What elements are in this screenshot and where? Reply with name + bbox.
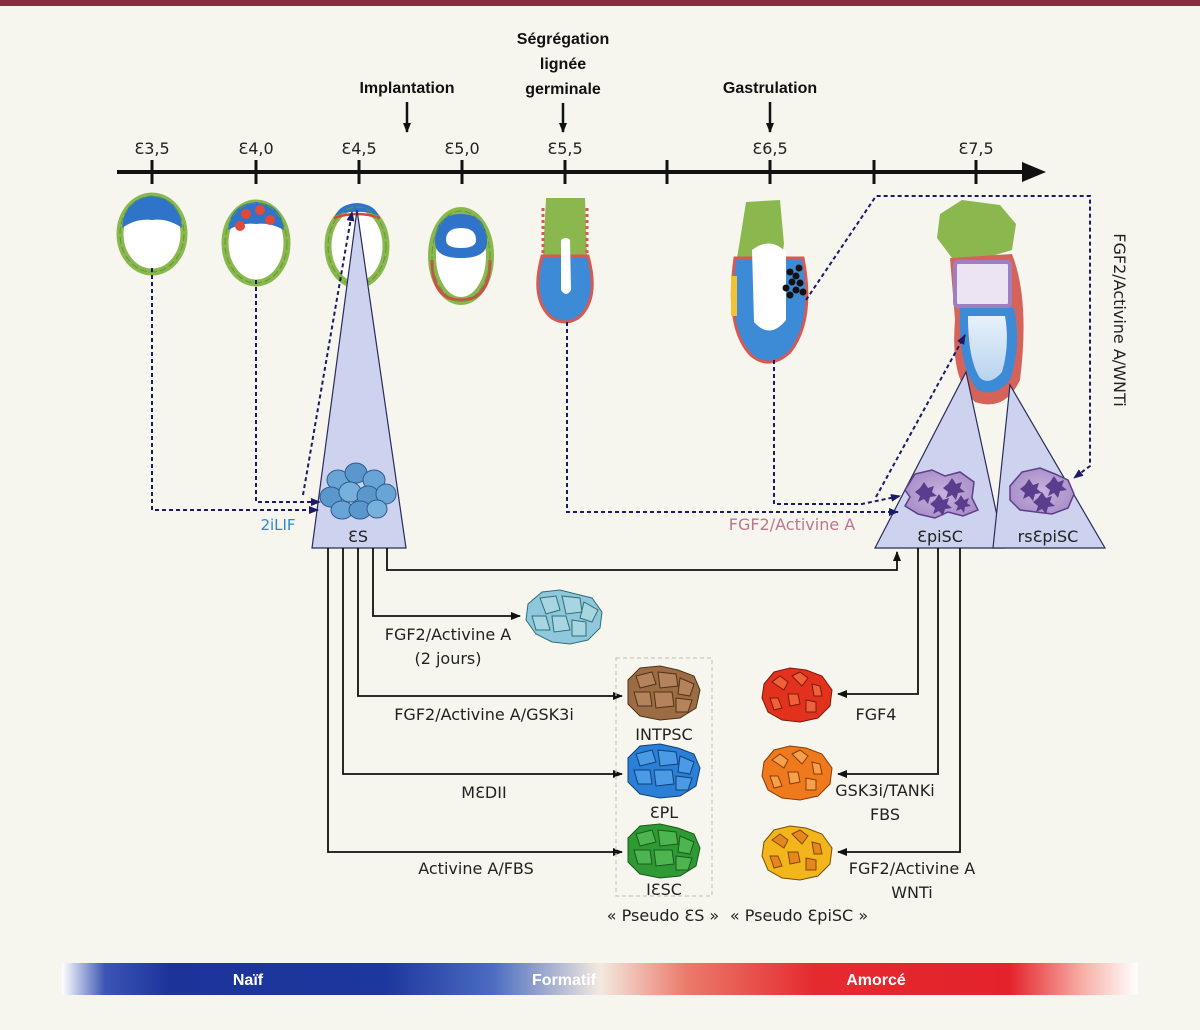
derivation-paths (151, 195, 1091, 516)
band-formatif-label: Formatif (532, 972, 597, 989)
episc-cell-cluster (903, 469, 980, 519)
episc-to-red-arrow (837, 548, 919, 698)
fgf4-cell-cluster (761, 667, 833, 723)
iesc-cell-cluster (627, 823, 701, 879)
intpsc-cell-cluster (627, 665, 701, 721)
es-to-iesc-arrow (327, 548, 623, 856)
embryo-e5-5 (536, 198, 594, 324)
timeline: Ɛ3,5 Ɛ4,0 Ɛ4,5 Ɛ5,0 Ɛ5,5 Ɛ6,5 Ɛ7,5 Impla… (117, 31, 1046, 184)
es-cone (311, 209, 407, 549)
fgf2-activine-wnti-label: FGF2/Activine A/WNTi (1110, 233, 1129, 406)
es-to-intpsc-arrow (357, 548, 623, 700)
timeline-arrowhead (1022, 162, 1046, 182)
path-e5-5-to-episc (566, 322, 899, 516)
path-e3-5-to-es (151, 268, 319, 514)
episc-label: ƐpiSC (917, 527, 963, 546)
pseudo-es-group-box (615, 657, 713, 897)
es-cell-cluster (319, 462, 397, 520)
epl-label: ƐPL (650, 803, 678, 822)
es-to-cluster-label-line2: (2 jours) (414, 649, 481, 668)
top-accent-bar (0, 0, 1200, 6)
path-e7-5-to-episc (875, 334, 966, 498)
event-segregation-line3: germinale (525, 81, 601, 98)
event-segregation-line2: lignée (540, 56, 586, 73)
es-to-episc-arrow (386, 548, 901, 571)
epi-fgf4-label: FGF4 (856, 705, 897, 724)
es-label: ƐS (348, 527, 368, 546)
band-naif-label: Naïf (233, 972, 264, 989)
es-to-cluster-label-line1: FGF2/Activine A (385, 625, 512, 644)
path-e6-5-to-rsepisc (805, 195, 1091, 479)
fgf2-wnti-cell-cluster (761, 825, 833, 881)
conversion-arrows (327, 548, 961, 856)
tick-label-e4-0: Ɛ4,0 (238, 139, 273, 158)
path-e6-5-to-episc (773, 360, 901, 505)
event-gastrulation-label: Gastrulation (723, 80, 817, 97)
embryo-e5-0 (428, 207, 494, 305)
epi-gsk-label-line2: FBS (870, 805, 900, 824)
event-implantation-label: Implantation (359, 80, 454, 97)
epi-fgf2-wnti-label-line2: WNTi (891, 883, 933, 902)
episc-to-yellow-arrow (837, 548, 961, 856)
embryo-e6-5 (730, 200, 809, 364)
es-to-cluster-arrow (372, 548, 521, 620)
fgf2-activine-label: FGF2/Activine A (729, 515, 856, 534)
tick-label-e3-5: Ɛ3,5 (134, 139, 169, 158)
pseudo-episc-label: « Pseudo ƐpiSC » (730, 906, 868, 925)
two-ilif-label: 2iLIF (260, 516, 295, 534)
gsk3i-cell-cluster (761, 745, 833, 801)
es-to-epl-arrow (342, 548, 623, 778)
timeline-ticks (150, 160, 978, 184)
pseudo-es-label: « Pseudo ƐS » (607, 906, 719, 925)
tick-label-e7-5: Ɛ7,5 (958, 139, 993, 158)
rsepisc-label: rsƐpiSC (1018, 527, 1079, 546)
tick-label-e5-5: Ɛ5,5 (547, 139, 582, 158)
epl-cell-cluster (627, 743, 701, 799)
path-e4-0-to-es (255, 280, 321, 506)
band-amorce-label: Amorcé (846, 972, 906, 989)
fgf2-2days-cell-cluster (525, 589, 603, 645)
es-to-epl-label: MƐDII (461, 783, 506, 802)
iesc-label: IƐSC (646, 880, 682, 899)
event-segregation-line1: Ségrégation (517, 31, 609, 48)
epi-fgf2-wnti-label-line1: FGF2/Activine A (849, 859, 976, 878)
es-to-intpsc-label: FGF2/Activine A/GSK3i (394, 705, 574, 724)
embryo-e4-0 (221, 199, 291, 287)
epi-gsk-label-line1: GSK3i/TANKi (835, 781, 934, 800)
episc-to-orange-arrow (837, 548, 939, 778)
path-e4-5-to-es (302, 211, 355, 496)
tick-label-e4-5: Ɛ4,5 (341, 139, 376, 158)
tick-label-e6-5: Ɛ6,5 (752, 139, 787, 158)
tick-label-e5-0: Ɛ5,0 (444, 139, 479, 158)
es-to-iesc-label: Activine A/FBS (418, 859, 534, 878)
rsepisc-cell-cluster (1009, 467, 1075, 515)
embryo-e7-5 (937, 200, 1024, 405)
embryo-e3-5 (116, 192, 188, 276)
pluripotency-state-band: Naïf Formatif Amorcé (62, 963, 1138, 995)
intpsc-label: INTPSC (635, 725, 692, 744)
